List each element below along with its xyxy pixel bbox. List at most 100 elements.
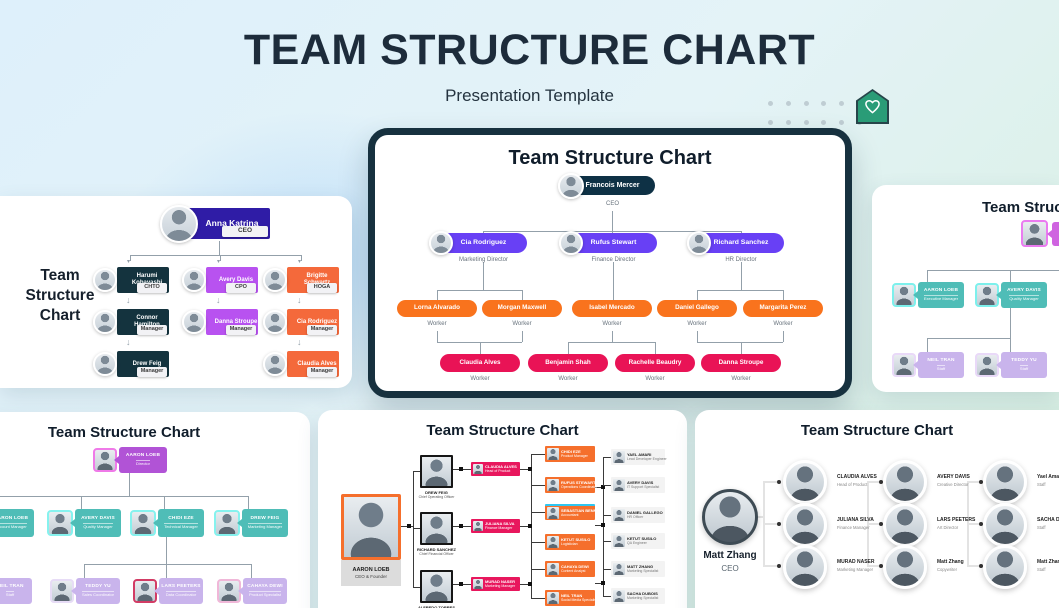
org-name: LARS PEETERS [937, 517, 976, 523]
connector-line [413, 471, 420, 472]
connector-line [763, 481, 779, 483]
org-name: Yael Amari [1037, 474, 1059, 480]
dot [768, 120, 774, 125]
connector-dot [879, 522, 883, 526]
connector-node [528, 582, 532, 586]
connector-line [1010, 308, 1011, 338]
slide-top-left[interactable]: Team Structure Chart ▾ ▾ ▾ Anna Katrina … [0, 196, 352, 388]
slide-title-line: Structure [25, 287, 95, 305]
org-name: AARON LOEB [923, 287, 959, 293]
connector-line [741, 262, 742, 290]
avatar [559, 231, 583, 255]
connector-line [603, 515, 611, 516]
org-node: TEDDY YU Staff [1001, 352, 1047, 378]
connector-line [413, 587, 420, 588]
photo [783, 460, 827, 504]
org-role: Finance Director [591, 257, 636, 263]
connector-line [531, 542, 545, 543]
connector-line [520, 526, 531, 527]
slide-bottom-middle[interactable]: Team Structure Chart [318, 410, 687, 608]
connector-dot [979, 480, 983, 484]
org-role: Account Manager [0, 522, 27, 530]
arrowhead-down: ▾ [127, 259, 131, 265]
org-node-director: Cia Rodriguez [440, 233, 527, 253]
role-tag: Manager [137, 367, 167, 377]
photo [547, 479, 559, 491]
dot [785, 120, 791, 125]
org-node-director: Richard Sanchez [698, 233, 784, 253]
org-name: ALFREDO TORRES [417, 605, 456, 608]
role-tag: CHTO [137, 283, 167, 293]
org-role: Marketing Manager [485, 584, 516, 589]
org-caption: Matt Zhang Staff [1037, 559, 1059, 573]
down-arrow: ↓ [126, 337, 131, 347]
org-name: TEDDY YU [1011, 357, 1037, 363]
org-role: Quality Manager [1009, 294, 1039, 302]
org-role: Lead Developer Engineer [627, 457, 667, 462]
connector-dot [879, 564, 883, 568]
slide-bottom-right[interactable]: Team Structure Chart Matt Zhang CEO CLAU… [695, 410, 1059, 608]
connector-line [867, 565, 883, 567]
connector-line [697, 342, 783, 343]
org-role: Chief Operating Officer [418, 495, 455, 499]
slide-title-line: Chart [39, 307, 81, 325]
org-name: AARON LOEB [352, 566, 390, 573]
dot [803, 101, 809, 106]
org-name: CAHAYA DEWI [247, 583, 283, 589]
connector-line [129, 473, 130, 496]
org-role: Finance Manager [837, 524, 870, 530]
ceo-caption: AARON LOEB CEO & Founder [341, 560, 401, 586]
connector-line [522, 331, 523, 342]
org-name: MURAD NASER [837, 559, 875, 565]
org-name: CLAUDIA ALVES [485, 463, 517, 469]
org-node: DREW FEIG Marketing Manager [242, 509, 288, 537]
org-role: Head of Product [485, 469, 511, 474]
connector-line [568, 342, 569, 354]
connector-line [603, 457, 611, 458]
org-role: Staff [1019, 364, 1029, 372]
connector-line [697, 290, 783, 291]
connector-node [601, 523, 605, 527]
avatar [182, 268, 206, 292]
org-role: Chief Financial Officer [419, 552, 454, 556]
connector-line [531, 598, 545, 599]
org-name: Matt Zhang [937, 559, 964, 565]
connector-line [301, 255, 302, 261]
connector-node [528, 524, 532, 528]
org-node-top: AARON LOEB Director [1052, 222, 1059, 246]
photo-ceo [702, 489, 758, 545]
avatar [558, 173, 584, 199]
connector-line [248, 496, 249, 509]
avatar [687, 231, 711, 255]
dot [838, 101, 844, 106]
slide-bottom-left[interactable]: Team Structure Chart AARON LOEB Director… [0, 412, 310, 608]
photo [613, 535, 625, 547]
org-role: Worker [558, 376, 578, 382]
org-role: Accountant [561, 513, 579, 518]
slide-featured[interactable]: Team Structure Chart Francois Mercer CEO… [368, 128, 852, 398]
slide-top-right[interactable]: Team Structure Chart AARON LOEB Director… [872, 185, 1059, 392]
org-role: CEO [721, 564, 739, 573]
connector-line [612, 211, 613, 231]
connector-line [927, 338, 1011, 339]
connector-line [437, 290, 438, 300]
org-caption: DREW FEIG Chief Operating Officer [410, 490, 463, 499]
org-node: AARON LOEB Account Manager [0, 509, 34, 537]
org-role: Staff [1037, 566, 1046, 572]
connector-line [595, 583, 603, 584]
connector-line [437, 331, 438, 342]
org-caption: Matt Zhang Copywriter [937, 559, 964, 573]
connector-node [459, 524, 463, 528]
org-name: LARS PEETERS [161, 583, 201, 589]
org-name: AVERY DAVIS [627, 479, 654, 485]
org-name: NEIL TRAN [927, 357, 955, 363]
photo [613, 451, 625, 463]
org-name: MATT ZHANG [627, 563, 654, 569]
photo [420, 570, 453, 603]
org-role: Product Specialist [248, 590, 281, 598]
